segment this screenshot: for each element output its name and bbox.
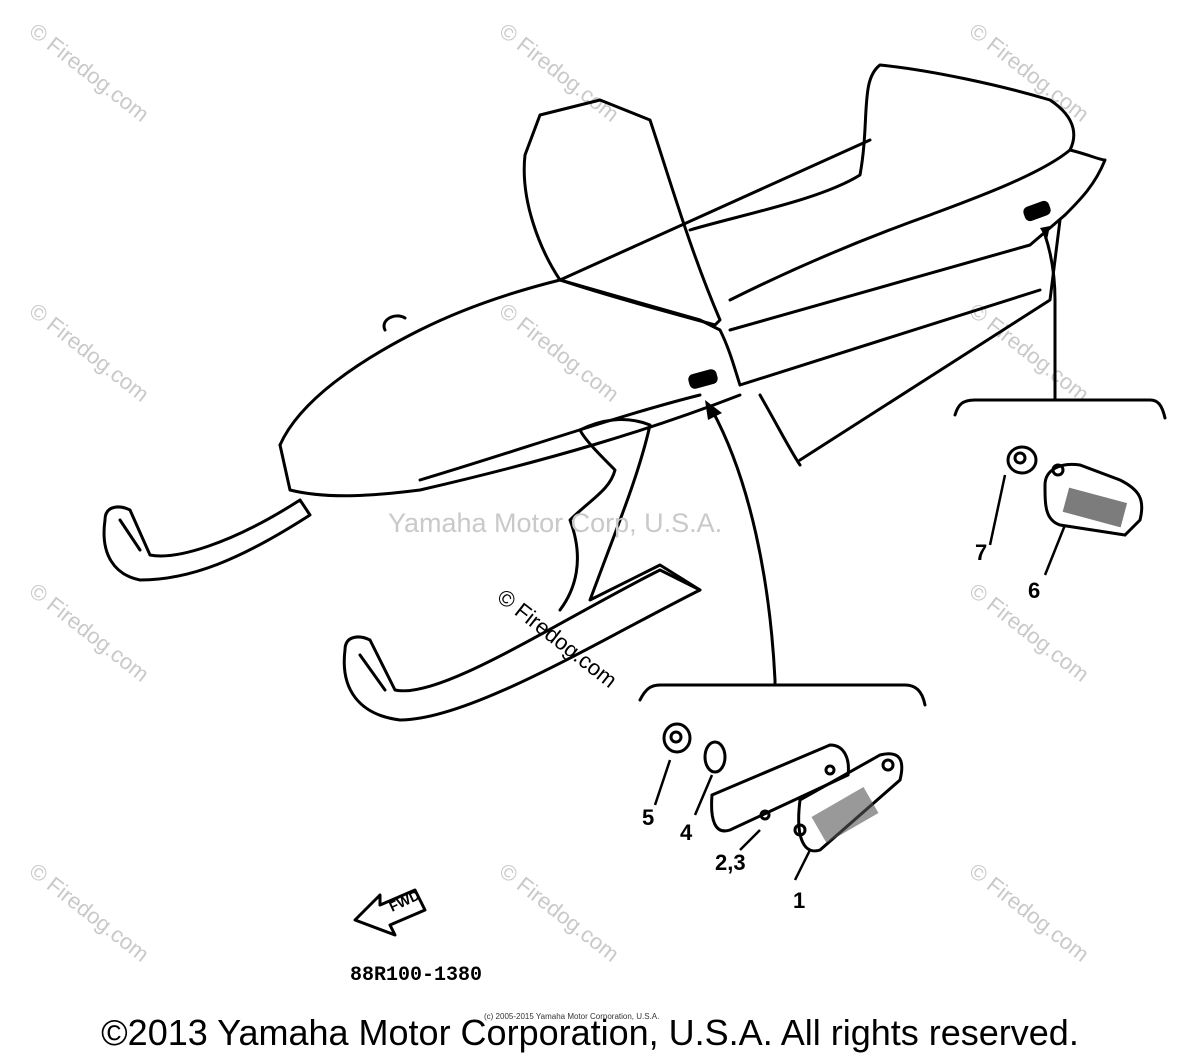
rear-reflector-mark bbox=[1023, 200, 1051, 222]
callout-2-3: 2,3 bbox=[715, 850, 746, 875]
center-watermark: Yamaha Motor Corp, U.S.A. bbox=[388, 508, 723, 538]
front-arrow-head bbox=[705, 400, 722, 420]
rear-nut bbox=[1006, 445, 1038, 475]
hood-front bbox=[278, 393, 742, 498]
front-nut bbox=[662, 722, 692, 754]
rear-bracket bbox=[953, 398, 1167, 420]
body-top-line bbox=[558, 138, 872, 282]
seat-side bbox=[1063, 148, 1107, 217]
rear-reflector bbox=[1043, 462, 1144, 537]
body-rear bbox=[798, 218, 1062, 462]
front-reflector-mark bbox=[688, 369, 718, 389]
ski-left-inner bbox=[118, 518, 142, 552]
windshield bbox=[522, 98, 722, 327]
front-leader bbox=[710, 408, 777, 682]
callout-4: 4 bbox=[680, 820, 693, 845]
hood-mid-line bbox=[418, 393, 702, 482]
ski-right-inner bbox=[358, 653, 387, 692]
rear-leader bbox=[1043, 233, 1057, 302]
front-washer bbox=[703, 740, 727, 774]
copyright-notice: ©2013 Yamaha Motor Corporation, U.S.A. A… bbox=[101, 1012, 1079, 1053]
callout-6: 6 bbox=[1028, 578, 1041, 603]
rear-arrow-head bbox=[1040, 226, 1050, 240]
body-side-upper bbox=[728, 213, 1067, 332]
front-bracket bbox=[638, 683, 927, 707]
ski-left bbox=[102, 498, 312, 582]
callout-5: 5 bbox=[642, 805, 655, 830]
seat bbox=[688, 63, 1076, 302]
reflector-bracket bbox=[710, 743, 850, 833]
part-number: 88R100-1380 bbox=[350, 964, 483, 987]
body-lower-line bbox=[758, 393, 802, 467]
body-side-lower bbox=[738, 288, 1042, 387]
callout-7: 7 bbox=[975, 540, 988, 565]
ski-right bbox=[342, 568, 702, 722]
callout-1: 1 bbox=[793, 888, 806, 913]
steering-grip bbox=[382, 314, 407, 332]
small-copyright: (c) 2005-2015 Yamaha Motor Corporation, … bbox=[484, 1012, 660, 1021]
ski-leg bbox=[558, 418, 702, 612]
hood-outline bbox=[278, 278, 742, 447]
fwd-arrow bbox=[353, 888, 427, 937]
fwd-label: FWD bbox=[387, 887, 423, 915]
